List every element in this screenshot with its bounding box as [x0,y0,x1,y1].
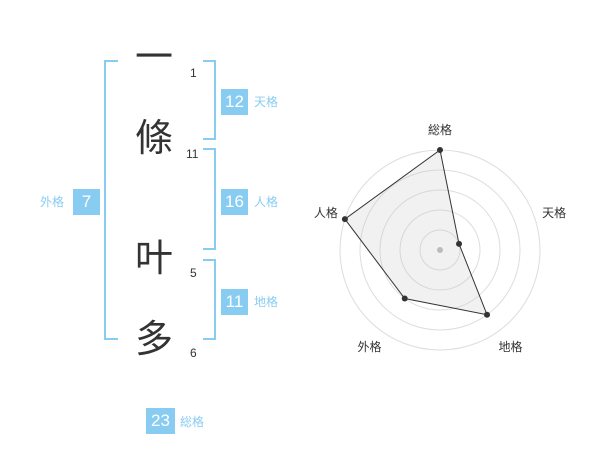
stroke-count-2: 11 [186,147,199,161]
radar-point-5 [341,216,348,223]
name-char-3: 叶 [134,236,173,280]
name-char-1: 一 [134,35,173,79]
radar-point-3 [484,311,491,318]
tenkaku-value: 12 [221,89,248,115]
chikaku-value: 11 [221,289,248,315]
radar-grid-ring-3 [379,189,501,311]
radar-axis-label-1: 総格 [428,122,452,137]
radar-grid-ring-1 [419,229,461,271]
radar-point-4 [401,295,408,302]
chikaku-bracket [203,259,216,340]
stroke-count-3: 5 [190,266,197,280]
jinkaku-bracket [203,148,216,250]
tenkaku-bracket [203,60,216,140]
gaikaku-value: 7 [73,189,100,215]
jinkaku-label: 人格 [254,195,279,209]
gaikaku-label: 外格 [40,195,65,209]
radar-grid-ring-2 [399,209,481,291]
chikaku-label: 地格 [254,295,279,309]
name-char-4: 多 [134,317,173,361]
radar-grid-ring-4 [359,169,521,331]
gaikaku-bracket [104,60,118,340]
radar-axis-label-2: 天格 [542,205,566,220]
soukaku-value: 23 [146,408,175,434]
tenkaku-label: 天格 [254,95,279,109]
name-char-2: 條 [134,116,173,160]
radar-point-1 [437,147,443,153]
stroke-count-1: 1 [190,66,197,80]
stroke-count-4: 6 [190,346,197,360]
radar-axis-label-4: 外格 [357,339,381,354]
jinkaku-value: 16 [221,189,248,215]
radar-center-dot [437,247,443,253]
radar-data-polygon [344,149,488,316]
radar-axis-label-5: 人格 [314,205,338,220]
radar-axis-label-3: 地格 [499,339,523,354]
soukaku-label: 総格 [180,415,205,429]
radar-point-2 [456,240,463,247]
